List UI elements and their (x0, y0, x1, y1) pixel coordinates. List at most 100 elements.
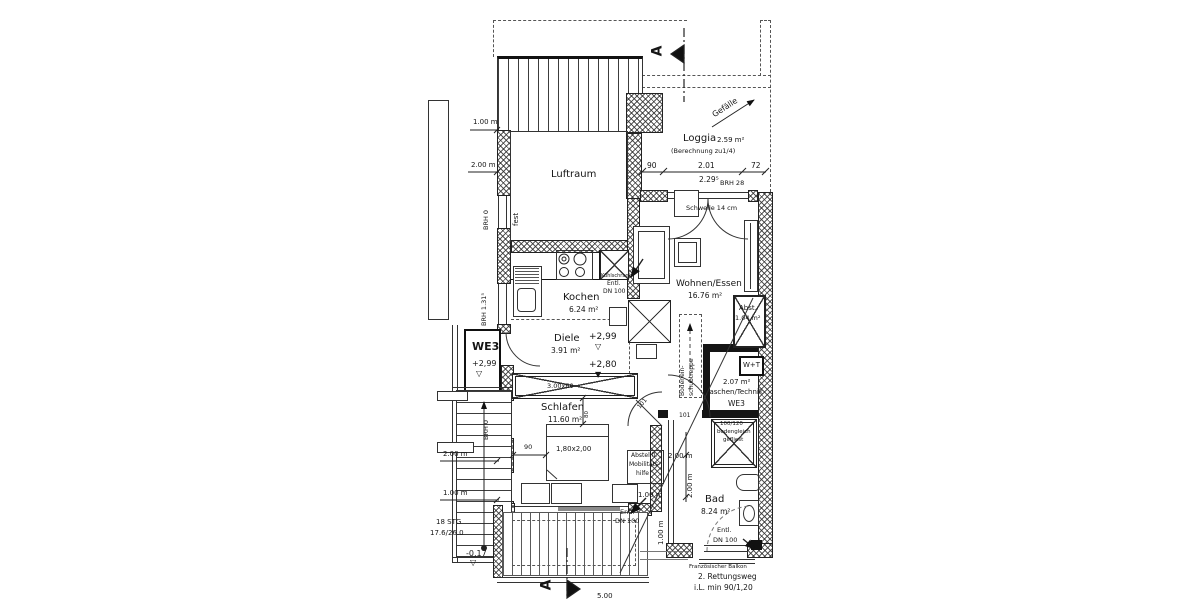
wall-hatch (748, 190, 758, 202)
dim-label: 90 (524, 443, 533, 451)
step-line (640, 551, 688, 552)
furniture-rect (612, 484, 638, 503)
void-outline (510, 131, 628, 242)
stove (556, 250, 593, 280)
door-width-label: 101 (635, 397, 649, 411)
shower-label: bodengleich (717, 429, 751, 435)
level-mark: -0,17 (466, 549, 487, 558)
step-line (640, 559, 688, 560)
threshold-label: Schwelle 14 cm (686, 204, 738, 212)
unit-badge-label: WE3 (472, 340, 500, 353)
chair (609, 307, 627, 326)
window (668, 192, 748, 199)
dim-label: 2.00 m (443, 450, 468, 458)
window (498, 196, 507, 228)
counter-edge (511, 279, 600, 280)
french-balcony-door (704, 545, 748, 552)
room-unit-waschen: WE3 (728, 399, 745, 408)
chair (636, 344, 657, 359)
landing-level: +2,99 (472, 359, 497, 368)
room-area-kochen: 6.24 m² (569, 305, 599, 314)
room-label-schlafen: Schlafen (541, 402, 585, 413)
drain-label: DN 100 (603, 288, 626, 295)
mobility-aid-label: Abstellfl. (631, 452, 658, 459)
toilet (736, 474, 759, 491)
room-label-loggia: Loggia (683, 133, 717, 144)
attic-stair-label: schubtreppe (688, 358, 695, 396)
dim-label: 2.29⁵ (699, 175, 719, 184)
terrace-door-leaf (558, 507, 620, 511)
stair-count-label: 17.6/26.0 (430, 529, 464, 537)
window-sill (437, 442, 474, 453)
section-marker-label: A (538, 579, 555, 591)
roof-dashed-line (642, 87, 771, 88)
room-label-diele: Diele (554, 333, 580, 344)
room-area-waschen: 2.07 m² (723, 378, 751, 386)
dim-label: 1.00 m (638, 491, 663, 499)
wardrobe (512, 373, 638, 399)
wall (658, 410, 668, 418)
slope-label: Gefälle (710, 96, 740, 120)
radiator (744, 220, 758, 292)
attic-stair-label: Bodenein- (679, 365, 686, 396)
wall-hatch (626, 133, 642, 199)
mobility-aid-label: Mobilitäts- (629, 461, 661, 468)
roof-dashed-line (493, 20, 687, 21)
landing-edge (452, 387, 512, 388)
room-label-kochen: Kochen (563, 292, 600, 303)
drain-label: Entl. (717, 526, 732, 534)
dim-label: 1.00 m (443, 489, 468, 497)
bed-line (547, 436, 608, 437)
level-triangle-icon: ▽ (595, 342, 602, 351)
counter-edge (599, 250, 600, 280)
dim-label: 72 (751, 161, 761, 170)
escape-route-dim-label: i.L. min 90/1,20 (694, 583, 753, 592)
wall (702, 410, 758, 418)
roof-band (497, 56, 643, 132)
dim-label: 2.01 (698, 161, 715, 170)
dim-label: 80 (584, 411, 590, 418)
stair-bottom-edge (452, 557, 512, 563)
room-label-wohnen: Wohnen/Essen (676, 279, 742, 289)
terrace-dashed-outline (512, 520, 636, 566)
section-marker-label: A (649, 45, 666, 57)
roof-dashed-line (493, 20, 494, 57)
wardrobe-size-label: 3.00x60 (547, 382, 574, 390)
drain-label: Entl. (607, 280, 621, 287)
dim-label-brh0: BRH 0 (482, 419, 490, 440)
wall-hatch (497, 228, 511, 284)
washbasin-bowl (743, 505, 755, 522)
fridge-label: Kühlschrank (601, 273, 632, 279)
room-note-loggia: (Berechnung zu1/4) (671, 147, 736, 155)
refrigerator (600, 250, 629, 280)
sink-drainer (515, 268, 539, 285)
dining-table (628, 300, 671, 343)
escape-route-label: 2. Rettungsweg (698, 572, 757, 581)
dim-label: 2.00 m (668, 452, 693, 460)
wall-hatch (758, 192, 773, 558)
unit-badge-box: WE3 +2,99 ▽ (464, 329, 501, 392)
drain-label: Entl. (620, 508, 635, 516)
washer-dryer-label: W+T (743, 361, 761, 369)
wall-hatch (640, 190, 668, 202)
room-area-loggia: 2.59 m² (717, 136, 745, 144)
wall-hatch (497, 130, 511, 196)
mobility-aid-label: hilfe (636, 470, 649, 477)
sofa-cushions (638, 231, 665, 279)
room-divider-dashed (511, 319, 631, 320)
sofa (633, 226, 670, 284)
furniture-rect (551, 483, 582, 504)
dim-label: BRH 28 (720, 179, 745, 187)
dim-label-brh0: BRH 0 (482, 209, 490, 230)
terrace-edge (497, 577, 649, 583)
washbasin (739, 500, 759, 526)
dim-label: 5.00 (597, 592, 613, 600)
projection-bracket (428, 100, 449, 320)
room-area-schlafen: 11.60 m² (548, 415, 583, 424)
shower-label: 100/120 (720, 421, 743, 427)
dim-label: 1.00 m (473, 118, 498, 126)
room-area-diele: 3.91 m² (551, 346, 581, 355)
level-mark: +2,99 (589, 332, 617, 342)
drain-label: DN 100 (615, 517, 640, 525)
level-triangle-icon: ▼ (595, 370, 602, 379)
